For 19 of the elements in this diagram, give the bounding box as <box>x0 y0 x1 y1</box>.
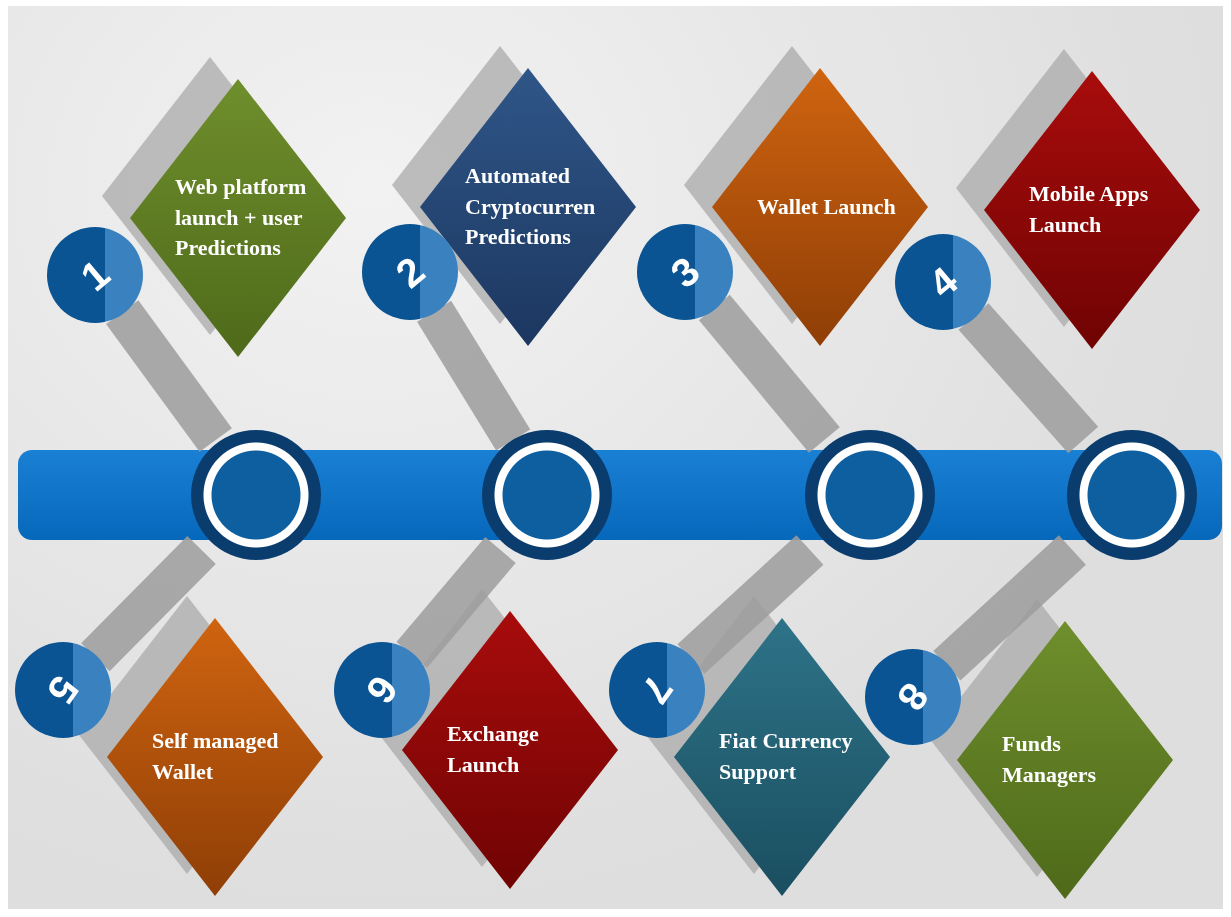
step-number: 7 <box>634 669 680 711</box>
milestone-label: Mobile Apps Launch <box>1028 180 1150 239</box>
milestone-label: Web platform launch + user Predictions <box>174 172 308 263</box>
connector-band <box>417 300 531 451</box>
step-number: 6 <box>359 669 405 711</box>
milestone-label: Wallet Launch <box>756 192 897 221</box>
milestone-label: Exchange Launch <box>446 720 540 779</box>
step-number: 5 <box>40 669 86 711</box>
step-number: 3 <box>663 249 707 295</box>
step-number: 1 <box>73 252 117 298</box>
milestone-label: Funds Managers <box>1001 730 1098 789</box>
step-number: 2 <box>388 249 432 295</box>
connector-band <box>106 300 232 452</box>
milestone-label: Fiat Currency Support <box>718 727 854 786</box>
milestone-label: Automated Cryptocurren Predictions <box>464 161 597 252</box>
milestone-label: Self managed Wallet <box>151 727 280 786</box>
step-number: 4 <box>921 259 965 305</box>
connector-band <box>698 294 840 453</box>
step-number: 8 <box>890 676 936 718</box>
